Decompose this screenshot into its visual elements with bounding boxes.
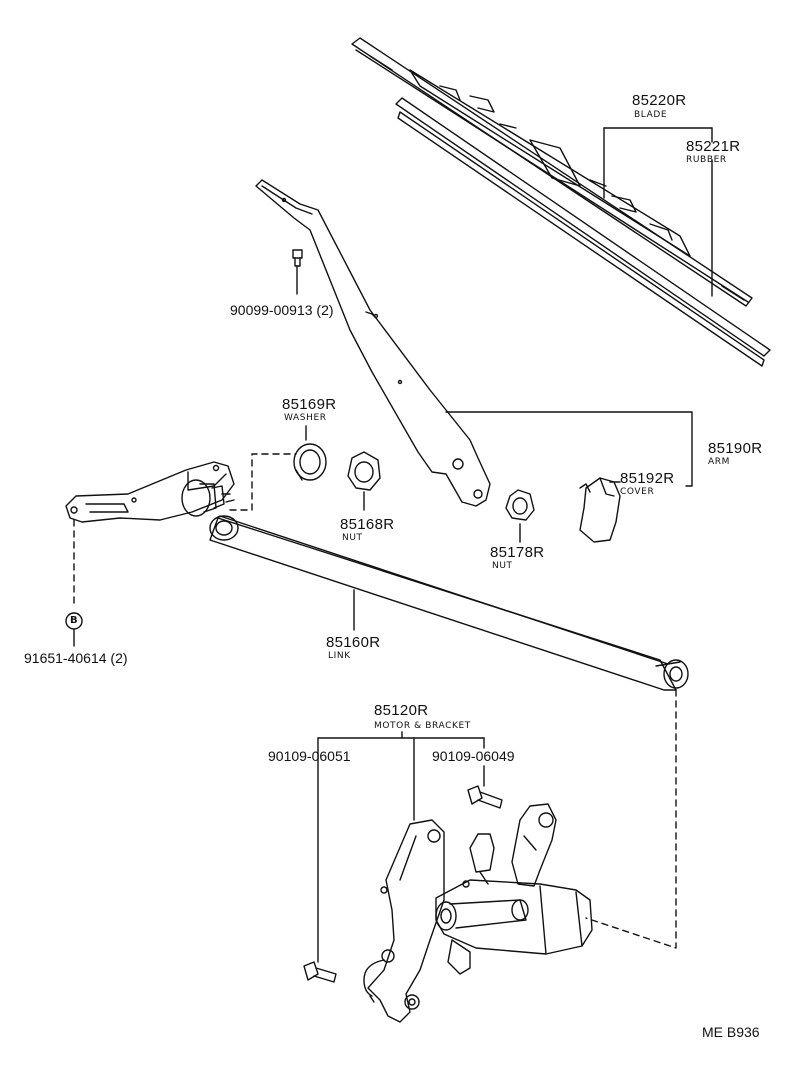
motor-part-number: 85120R (374, 702, 429, 719)
pivot-bracket-drawing (65, 461, 235, 523)
arm-part-number: 85190R (708, 440, 763, 457)
washer-drawing (293, 425, 327, 481)
nut-168-drawing (347, 451, 381, 491)
nut-178-label: NUT (492, 561, 513, 571)
cover-drawing (579, 477, 621, 543)
nut-178-part-number: 85178R (490, 544, 545, 561)
leader-lines-blade (445, 127, 713, 487)
arm-label: ARM (708, 457, 730, 467)
nut-178-drawing (505, 489, 535, 521)
washer-label: WASHER (284, 413, 327, 423)
link-bolt-part-number: 91651-40614 (2) (24, 650, 128, 666)
cover-part-number: 85192R (620, 470, 675, 487)
rubber-label: RUBBER (686, 155, 727, 165)
dashed-reference-lines (73, 453, 677, 949)
motor-bolts-drawing (303, 785, 503, 983)
link-label: LINK (328, 651, 351, 661)
nut-168-part-number: 85168R (340, 516, 395, 533)
cover-label: COVER (620, 487, 655, 497)
leader-lines-motor (317, 731, 485, 963)
bolt-b-part-number: 90109-06049 (432, 748, 515, 764)
motor-bracket-drawing (363, 803, 593, 1023)
rubber-part-number: 85221R (686, 138, 741, 155)
arm-screw-drawing (292, 249, 303, 295)
motor-label: MOTOR & BRACKET (374, 721, 471, 731)
bolt-a-part-number: 90109-06051 (268, 748, 351, 764)
arm-screw-part-number: 90099-00913 (2) (230, 302, 334, 318)
link-bolt-marker-drawing (65, 612, 83, 647)
diagram-code: ME B936 (702, 1024, 760, 1040)
leader-lines-middle (353, 481, 621, 631)
wiper-arm-drawing (255, 179, 491, 507)
link-bolt-marker: B (70, 615, 79, 626)
washer-part-number: 85169R (282, 396, 337, 413)
wiper-blade-drawing (351, 37, 771, 367)
link-part-number: 85160R (326, 634, 381, 651)
blade-label: BLADE (634, 110, 668, 120)
nut-168-label: NUT (342, 533, 363, 543)
blade-part-number: 85220R (632, 92, 687, 109)
link-drawing (209, 515, 689, 691)
